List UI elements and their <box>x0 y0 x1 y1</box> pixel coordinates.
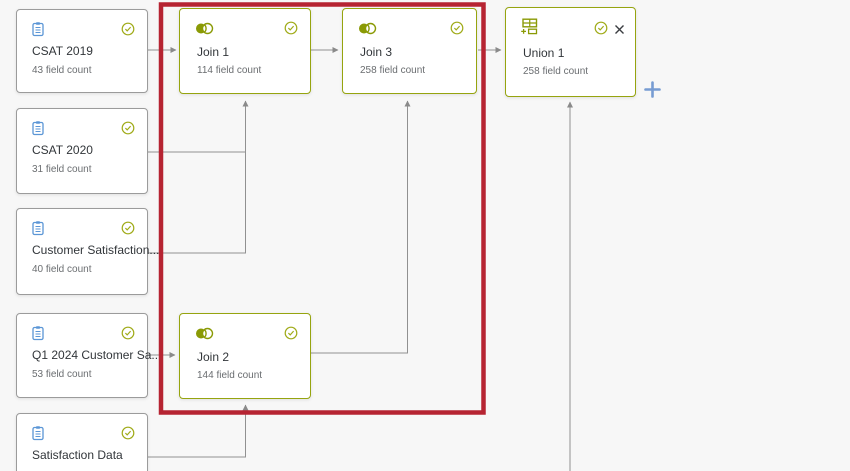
status-success-icon <box>121 426 135 445</box>
node-join-1[interactable]: Join 1 114 field count <box>179 8 311 94</box>
venn-join-icon <box>195 327 214 345</box>
node-field-count: 53 field count <box>32 369 92 380</box>
node-title: CSAT 2020 <box>32 143 93 157</box>
node-title: Q1 2024 Customer Sa... <box>32 348 162 362</box>
node-q1-2024-customer-sa[interactable]: Q1 2024 Customer Sa... 53 field count <box>16 313 161 398</box>
node-title: Customer Satisfaction... <box>32 243 160 257</box>
status-success-icon <box>121 326 135 345</box>
document-icon <box>30 21 46 42</box>
node-title: Union 1 <box>523 46 565 60</box>
node-field-count: 31 field count <box>32 164 92 175</box>
status-success-icon <box>121 121 135 140</box>
document-icon <box>30 325 46 346</box>
status-success-icon <box>284 326 298 345</box>
document-icon <box>30 120 46 141</box>
node-join-3[interactable]: Join 3 258 field count <box>342 8 477 94</box>
node-field-count: 114 field count <box>197 65 262 76</box>
edge-join2-join3 <box>311 100 411 354</box>
edge-satisfactiondata-join2 <box>148 404 249 458</box>
status-success-icon <box>594 21 608 40</box>
node-field-count: 258 field count <box>360 65 426 76</box>
venn-join-icon <box>195 22 214 40</box>
node-title: Join 1 <box>197 45 230 59</box>
node-union-1[interactable]: Union 1 258 field count <box>505 7 636 97</box>
node-join-2[interactable]: Join 2 144 field count <box>179 313 311 399</box>
venn-join-icon <box>358 22 377 40</box>
node-csat-2019[interactable]: CSAT 2019 43 field count <box>16 9 148 93</box>
edge-customersat-join1 <box>148 100 249 254</box>
node-title: CSAT 2019 <box>32 44 93 58</box>
status-success-icon <box>450 21 464 40</box>
status-success-icon <box>121 221 135 240</box>
add-node-plus-icon[interactable] <box>643 80 661 98</box>
node-field-count: 40 field count <box>32 264 92 275</box>
node-title: Join 3 <box>360 45 393 59</box>
node-csat-2020[interactable]: CSAT 2020 31 field count <box>16 108 148 194</box>
node-satisfaction-data[interactable]: Satisfaction Data <box>16 413 148 471</box>
status-success-icon <box>121 22 135 41</box>
close-icon[interactable] <box>614 22 625 40</box>
node-field-count: 258 field count <box>523 66 589 77</box>
node-field-count: 144 field count <box>197 370 263 381</box>
document-icon <box>30 425 46 446</box>
node-field-count: 43 field count <box>32 65 92 76</box>
node-title: Join 2 <box>197 350 230 364</box>
table-union-icon <box>520 18 539 40</box>
status-success-icon <box>284 21 298 40</box>
document-icon <box>30 220 46 241</box>
node-customer-satisfaction[interactable]: Customer Satisfaction... 40 field count <box>16 208 159 295</box>
node-title: Satisfaction Data <box>32 448 123 462</box>
